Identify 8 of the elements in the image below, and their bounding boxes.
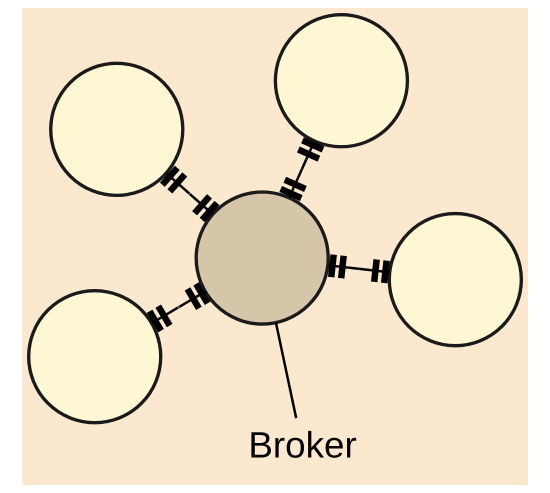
connector <box>274 322 298 418</box>
node-circle <box>388 212 523 348</box>
node-circle <box>274 13 410 148</box>
node-text: Broker <box>248 424 357 466</box>
connector <box>279 137 324 202</box>
connector <box>160 166 220 222</box>
connector <box>146 282 210 332</box>
connector <box>328 254 390 284</box>
